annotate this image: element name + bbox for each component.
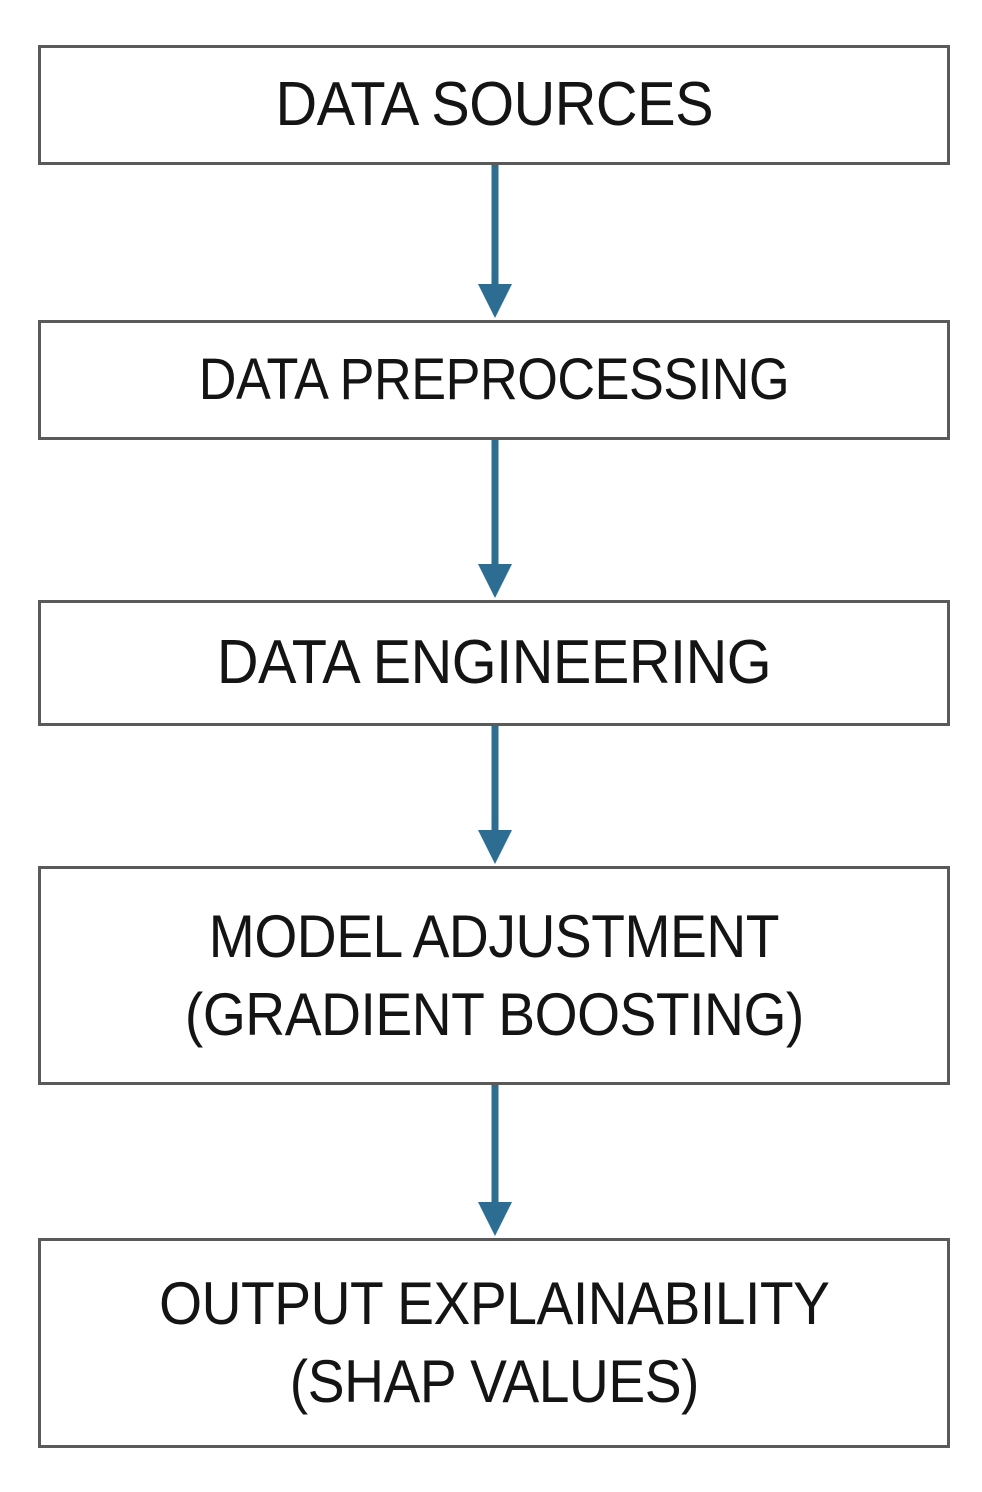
flow-node-data-preprocessing[interactable]: DATA PREPROCESSING — [38, 320, 950, 440]
flow-node-label-line-2: (SHAP VALUES) — [289, 1348, 699, 1415]
arrow-shaft — [491, 440, 499, 566]
arrow-head — [478, 564, 512, 598]
flow-node-label-line-1: MODEL ADJUSTMENT — [208, 902, 780, 970]
arrow-head — [478, 284, 512, 318]
flow-node-model-adjustment[interactable]: MODEL ADJUSTMENT (GRADIENT BOOSTING) — [38, 866, 950, 1085]
flow-node-label: DATA ENGINEERING — [216, 628, 772, 698]
arrow-shaft — [491, 1085, 499, 1204]
flow-node-data-engineering[interactable]: DATA ENGINEERING — [38, 600, 950, 726]
arrow-head — [478, 1202, 512, 1236]
flow-arrow-data-engineering-to-model-adjustment — [471, 726, 519, 864]
arrow-head — [478, 830, 512, 864]
arrow-shaft — [491, 726, 499, 832]
flow-arrow-model-adjustment-to-output-explainability — [471, 1085, 519, 1236]
flow-node-label: DATA SOURCES — [275, 70, 713, 140]
arrow-shaft — [491, 165, 499, 286]
flow-node-output-explainability[interactable]: OUTPUT EXPLAINABILITY (SHAP VALUES) — [38, 1238, 950, 1448]
flow-node-label: DATA PREPROCESSING — [198, 346, 790, 412]
flow-arrow-data-preprocessing-to-data-engineering — [471, 440, 519, 598]
flow-arrow-data-sources-to-data-preprocessing — [471, 165, 519, 318]
flow-node-label-line-1: OUTPUT EXPLAINABILITY — [158, 1270, 830, 1337]
flow-node-data-sources[interactable]: DATA SOURCES — [38, 45, 950, 165]
flow-node-label-line-2: (GRADIENT BOOSTING) — [184, 980, 804, 1048]
